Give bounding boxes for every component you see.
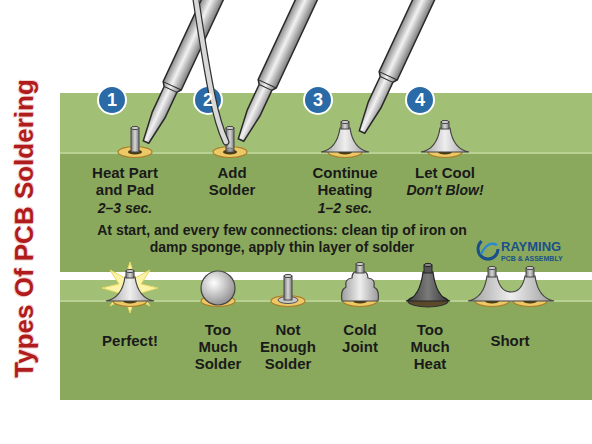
step-note: Don't Blow! — [395, 183, 495, 199]
joint-label: Short — [475, 333, 545, 350]
joint-label: Too Much Heat — [400, 322, 460, 373]
step-caption: Let Cool — [400, 165, 490, 182]
callout-number: 3 — [303, 90, 333, 110]
step-caption: Heat Part and Pad — [80, 165, 170, 199]
logo-subtext: PCB & ASSEMBLY — [501, 255, 581, 263]
joint-label: Not Enough Solder — [256, 322, 320, 373]
step-caption: Add Solder — [197, 165, 267, 199]
joint-label: Perfect! — [90, 333, 170, 350]
joint-label: Cold Joint — [330, 322, 390, 356]
callout-number: 1 — [97, 90, 127, 110]
logo-text: RAYMING — [501, 240, 581, 255]
vertical-title: Types Of PCB Soldering — [9, 79, 40, 378]
joint-label: Too Much Solder — [188, 322, 248, 373]
step-time: 1–2 sec. — [300, 201, 390, 217]
callout-number: 2 — [193, 90, 223, 110]
step-time: 2–3 sec. — [80, 201, 170, 217]
tip-note: At start, and every few connections: cle… — [82, 222, 482, 256]
callout-number: 4 — [405, 90, 435, 110]
step-caption: Continue Heating — [300, 165, 390, 199]
